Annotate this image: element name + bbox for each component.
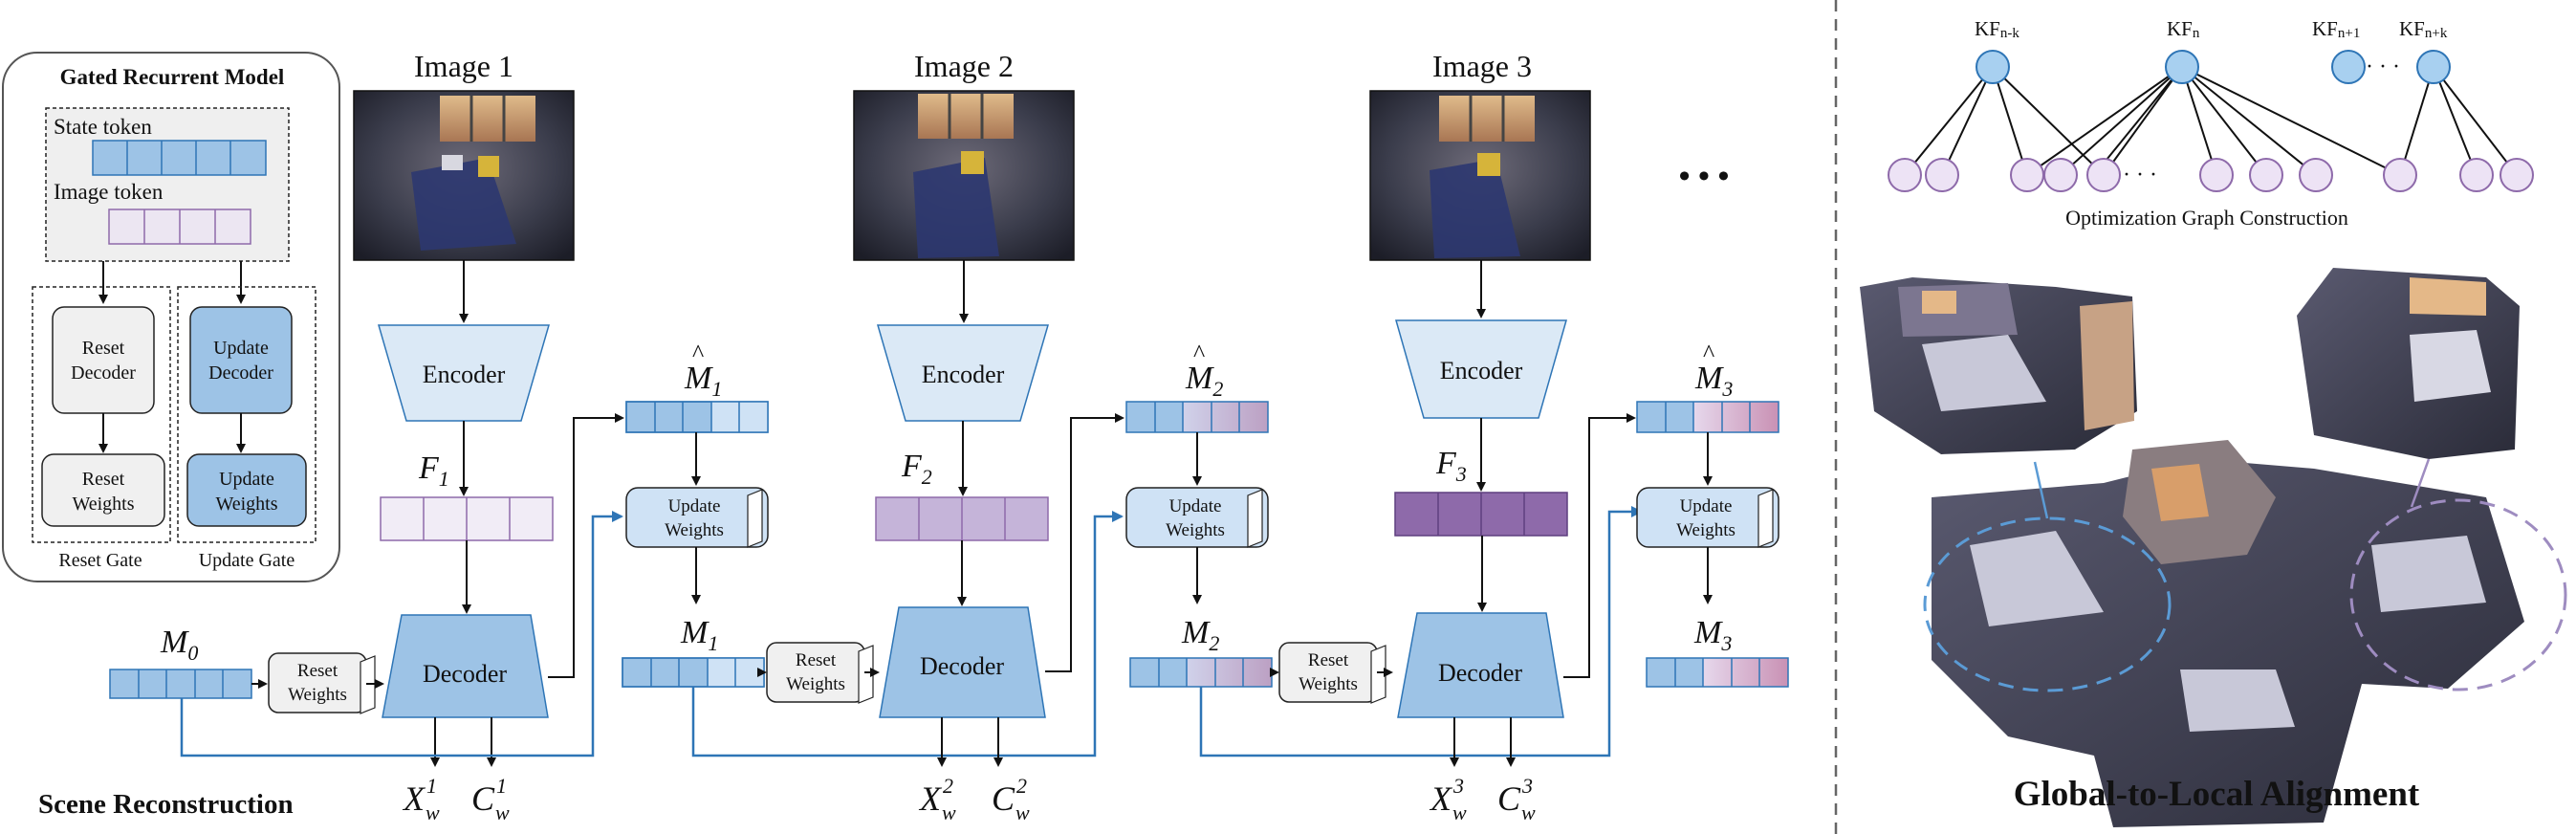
graph-caption: Optimization Graph Construction bbox=[2065, 206, 2348, 230]
update-weights-label-2: Weights bbox=[215, 494, 277, 515]
reset-decoder-label-2: Decoder bbox=[71, 362, 136, 384]
decoder-2-label: Decoder bbox=[920, 652, 1004, 680]
decoder-1-label: Decoder bbox=[423, 660, 507, 688]
kf-node-n-plus-1 bbox=[2331, 50, 2366, 84]
point-cloud-illustration bbox=[1860, 268, 2567, 827]
kf-label-n-plus-k: KFn+k bbox=[2399, 17, 2448, 41]
scene-reconstruction-label: Scene Reconstruction bbox=[38, 789, 294, 820]
feature-tokens-3 bbox=[1394, 492, 1568, 537]
kf-node-n-plus-k bbox=[2416, 50, 2451, 84]
update-weights-2-l1: Update bbox=[1169, 496, 1222, 516]
image-1-label: Image 1 bbox=[414, 49, 513, 83]
Mhat1-label: M1 bbox=[684, 361, 722, 401]
M1-tokens bbox=[622, 657, 765, 688]
reset-gate-label: Reset Gate bbox=[58, 550, 142, 571]
reset-weights-1-l1: Reset bbox=[297, 661, 338, 681]
encoder-2 bbox=[877, 324, 1049, 422]
update-weights-1-l1: Update bbox=[668, 496, 721, 516]
update-weights-label-1: Update bbox=[219, 469, 274, 490]
gated-model-title: Gated Recurrent Model bbox=[60, 65, 285, 89]
reset-weights-2-l2: Weights bbox=[786, 674, 845, 694]
M3-tokens bbox=[1646, 657, 1789, 688]
kf-node-n bbox=[2165, 50, 2199, 84]
image-1-photo bbox=[353, 90, 575, 261]
encoder-2-label: Encoder bbox=[922, 361, 1005, 388]
reset-weights-2-l1: Reset bbox=[796, 650, 837, 670]
decoder-1 bbox=[382, 614, 549, 718]
reset-weights-label-2: Weights bbox=[72, 494, 134, 515]
Mhat3-label: M3 bbox=[1694, 361, 1733, 401]
hat-2: ^ bbox=[1193, 340, 1205, 367]
state-token-cells bbox=[92, 140, 267, 176]
F3-label: F3 bbox=[1435, 446, 1467, 486]
ellipsis: • • • bbox=[1679, 159, 1730, 194]
update-weights-2-l2: Weights bbox=[1166, 520, 1225, 540]
M2-tokens bbox=[1129, 657, 1273, 688]
M2-label: M2 bbox=[1181, 615, 1219, 655]
kf-label-n-plus-1: KFn+1 bbox=[2312, 17, 2360, 41]
reset-decoder-label-1: Reset bbox=[82, 338, 125, 359]
encoder-1 bbox=[378, 324, 550, 422]
M0-group: M0 Reset Weights bbox=[109, 511, 623, 757]
image-3-photo bbox=[1369, 90, 1591, 261]
reset-weights-label-1: Reset bbox=[82, 469, 125, 490]
feature-tokens-1 bbox=[380, 496, 554, 541]
encoder-3-label: Encoder bbox=[1440, 357, 1523, 384]
state-token-label: State token bbox=[54, 115, 152, 139]
global-to-local-label: Global-to-Local Alignment bbox=[2014, 775, 2420, 814]
reset-weights-1-l2: Weights bbox=[288, 685, 347, 705]
reset-weights-3-l1: Reset bbox=[1308, 650, 1349, 670]
graph-dots-bottom: · · · bbox=[2123, 163, 2157, 187]
Mhat2-label: M2 bbox=[1185, 361, 1223, 401]
Mhat2-tokens bbox=[1125, 401, 1269, 433]
update-gate-label: Update Gate bbox=[199, 550, 295, 571]
update-weights-3-l2: Weights bbox=[1676, 520, 1736, 540]
update-decoder-label-1: Update bbox=[213, 338, 269, 359]
Mhat3-tokens bbox=[1636, 401, 1779, 433]
M3-label: M3 bbox=[1693, 615, 1732, 655]
encoder-1-label: Encoder bbox=[423, 361, 506, 388]
update-decoder-label-2: Decoder bbox=[208, 362, 273, 384]
image-2-photo bbox=[853, 90, 1075, 261]
encoder-3 bbox=[1395, 319, 1567, 419]
M1-label: M1 bbox=[680, 615, 718, 655]
hat-1: ^ bbox=[692, 340, 704, 367]
optimization-graph: KFn-k KFn KFn+1 KFn+k · · · · · · Optimi… bbox=[1888, 17, 2534, 230]
M0-tokens bbox=[109, 669, 252, 699]
feature-tokens-2 bbox=[875, 496, 1049, 541]
image-3-label: Image 3 bbox=[1432, 49, 1532, 83]
kf-label-n: KFn bbox=[2167, 17, 2200, 41]
image-token-cells bbox=[108, 208, 251, 245]
kf-label-n-k: KFn-k bbox=[1975, 17, 2019, 41]
decoder-3 bbox=[1397, 612, 1564, 718]
update-weights-3-l1: Update bbox=[1680, 496, 1733, 516]
graph-dots-top: · · · bbox=[2366, 55, 2400, 79]
kf-node-n-k bbox=[1976, 50, 2010, 84]
decoder-2 bbox=[879, 606, 1046, 718]
update-weights-1-l2: Weights bbox=[665, 520, 724, 540]
gated-recurrent-model-panel: Gated Recurrent Model State token Image … bbox=[2, 52, 340, 582]
decoder-3-label: Decoder bbox=[1438, 659, 1522, 687]
Mhat1-tokens bbox=[625, 401, 769, 433]
F1-label: F1 bbox=[418, 450, 449, 491]
memory-update-2: M2 ^ Update Weights M2 Rese bbox=[1125, 340, 1643, 757]
image-2-label: Image 2 bbox=[914, 49, 1014, 83]
F2-label: F2 bbox=[901, 449, 932, 489]
memory-update-3: M3 ^ Update Weights M3 bbox=[1636, 340, 1789, 688]
image-token-label: Image token bbox=[54, 180, 164, 204]
M0-label: M0 bbox=[160, 625, 198, 665]
reset-weights-3-l2: Weights bbox=[1299, 674, 1358, 694]
memory-update-1: M1 ^ Update Weights M1 Rese bbox=[622, 340, 1124, 757]
hat-3: ^ bbox=[1703, 340, 1714, 367]
